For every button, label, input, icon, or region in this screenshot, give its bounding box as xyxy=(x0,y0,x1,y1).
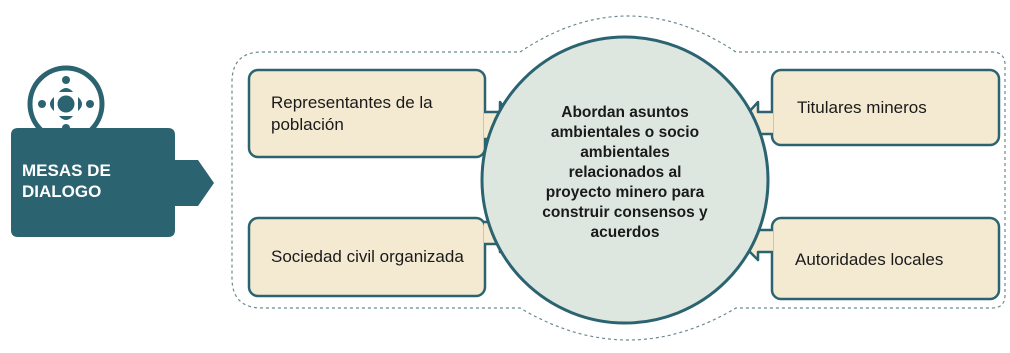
box-bottom-left-label: Sociedad civil organizada xyxy=(271,247,464,266)
badge-arrow-block xyxy=(11,128,214,237)
box-top-left-label: Representantes de la población xyxy=(271,93,433,134)
meeting-table-icon xyxy=(27,65,105,143)
box-top-right-label: Titulares mineros xyxy=(797,98,927,117)
dashed-container xyxy=(231,15,1006,341)
center-description: Abordan asuntos ambientales o socio ambi… xyxy=(542,104,708,241)
box-top-right-shape xyxy=(736,68,1001,147)
badge-title: MESAS DE DIALOGO xyxy=(22,161,111,201)
box-bottom-right-label: Autoridades locales xyxy=(795,250,944,269)
center-circle xyxy=(480,35,770,325)
